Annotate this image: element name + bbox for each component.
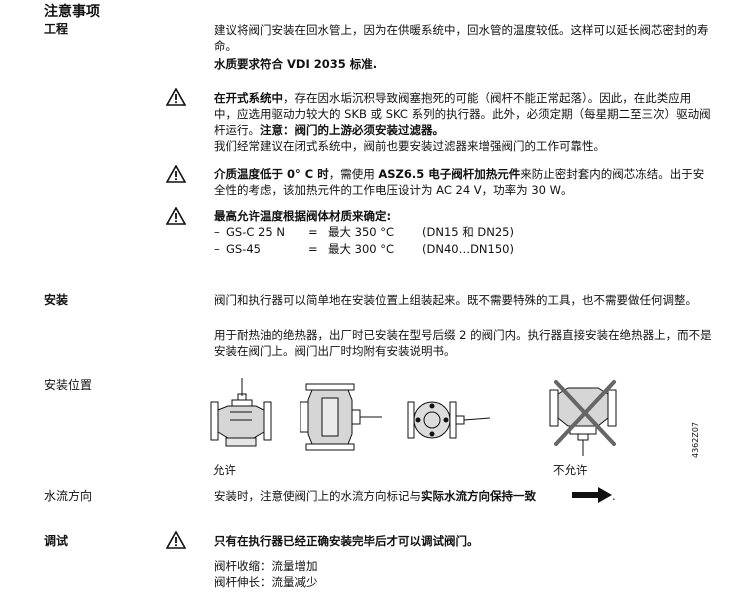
stem-retract-note: 阀杆收缩：流量增加 xyxy=(214,559,318,573)
page-title: 注意事项 xyxy=(44,4,100,20)
low-temp-text-a: ，需使用 xyxy=(328,167,379,181)
low-temp-warning: 介质温度低于 0° C 时，需使用 ASZ6.5 电子阀杆加热元件来防止密封套内… xyxy=(214,166,714,198)
valve-model: GS-C 25 N xyxy=(226,225,285,239)
low-temp-strong: 介质温度低于 0° C 时 xyxy=(214,167,329,181)
valve-model: GS-45 xyxy=(226,242,261,256)
open-system-text: ，存在因水垢沉积导致阀塞抱死的可能（阀杆不能正常起落）。因此，在此类应用中，应选… xyxy=(214,91,711,137)
section-label-flow-direction: 水流方向 xyxy=(44,489,93,503)
flow-arrow-icon xyxy=(572,487,612,503)
engineering-paragraph: 建议将阀门安装在回水管上，因为在供暖系统中，回水管的温度较低。这样可以延长阀芯密… xyxy=(214,23,709,53)
dn-range: (DN40…DN150) xyxy=(422,242,514,256)
max-temp-value: 最大 350 °C xyxy=(328,225,395,239)
flow-direction-prefix: 安装时，注意使阀门上的水流方向标记与 xyxy=(214,489,421,503)
section-label-engineering: 工程 xyxy=(44,22,69,36)
open-system-strong: 在开式系统中 xyxy=(214,91,283,105)
install-paragraph-1: 阀门和执行器可以简单地在安装位置上组装起来。既不需要特殊的工具，也不需要做任何调… xyxy=(214,293,697,307)
equals-sign: = xyxy=(308,225,318,239)
not-allowed-caption: 不允许 xyxy=(553,463,588,477)
list-dash: – xyxy=(214,225,220,239)
flow-direction-strong: 实际水流方向保持一致 xyxy=(421,489,536,503)
stem-extend-note: 阀杆伸长：流量减少 xyxy=(214,575,318,589)
list-item: – GS-45 = 最大 300 °C (DN40…DN150) xyxy=(214,241,714,257)
dn-range: (DN15 和 DN25) xyxy=(422,225,514,239)
list-item: – GS-C 25 N = 最大 350 °C (DN15 和 DN25) xyxy=(214,224,714,240)
warning-triangle-icon xyxy=(166,531,186,549)
max-temp-heading: 最高允许温度根据阀体材质来确定: xyxy=(214,209,392,223)
figure-code: 4362Z07 xyxy=(691,421,700,458)
section-label-commissioning: 调试 xyxy=(44,534,69,548)
open-system-warning: 在开式系统中，存在因水垢沉积导致阀塞抱死的可能（阀杆不能正常起落）。因此，在此类… xyxy=(214,90,714,154)
flow-direction-end: . xyxy=(612,489,616,503)
equals-sign: = xyxy=(308,242,318,256)
warning-triangle-icon xyxy=(166,88,186,106)
warning-triangle-icon xyxy=(166,165,186,183)
valve-front-figure xyxy=(407,401,491,439)
list-dash: – xyxy=(214,242,220,256)
install-paragraph-2: 用于耐热油的绝热器，出厂时已安装在型号后缀 2 的阀门内。执行器直接安装在绝热器… xyxy=(214,328,712,358)
water-quality-note: 水质要求符合 VDI 2035 标准. xyxy=(214,57,378,71)
filter-note: 注意：阀门的上游必须安装过滤器。 xyxy=(260,123,444,137)
valve-upright-figure xyxy=(210,378,272,447)
low-temp-text-b: 来防止密封套内的阀芯冻结。出于安全性的考虑，该加热元件的工作电压设计为 AC 2… xyxy=(214,167,705,197)
valve-inverted-not-allowed-figure xyxy=(549,380,617,456)
section-label-mounting-position: 安装位置 xyxy=(44,378,93,392)
max-temp-value: 最大 300 °C xyxy=(328,242,395,256)
commissioning-warning: 只有在执行器已经正确安装完毕后才可以调试阀门。 xyxy=(214,534,479,548)
closed-system-recommendation: 我们经常建议在闭式系统中，阀前也要安装过滤器来增强阀门的工作可靠性。 xyxy=(214,139,605,153)
warning-triangle-icon xyxy=(166,207,186,225)
heater-element-name: ASZ6.5 电子阀杆加热元件 xyxy=(378,167,521,181)
flow-direction-text: 安装时，注意使阀门上的水流方向标记与实际水流方向保持一致 xyxy=(214,488,536,504)
valve-horizontal-figure xyxy=(300,383,382,451)
allowed-caption: 允许 xyxy=(213,463,236,477)
section-label-install: 安装 xyxy=(44,293,69,307)
